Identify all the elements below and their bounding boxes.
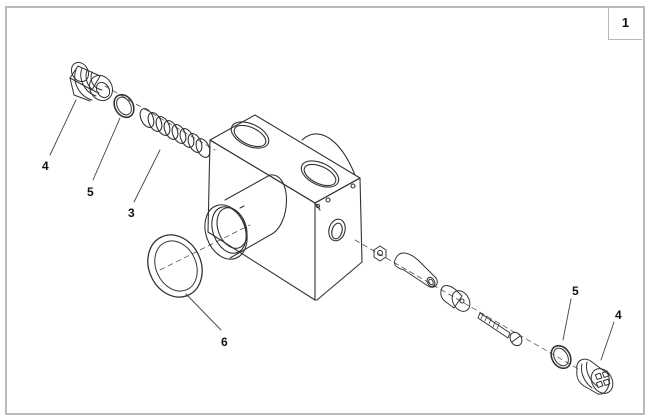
- leader-lines: [49, 99, 615, 361]
- valve-block-body: [204, 114, 363, 301]
- right-oring-part: [550, 344, 572, 370]
- right-plug-part: [576, 358, 614, 395]
- left-oring-part: [113, 93, 135, 119]
- left-plug-part: [69, 61, 114, 102]
- figure-number: 1: [621, 15, 630, 30]
- countersunk-bushing-part: [440, 285, 471, 312]
- callout-5-right: 5: [572, 284, 579, 298]
- callout-4-left: 4: [42, 159, 49, 173]
- callout-3: 3: [128, 206, 135, 220]
- diagram-frame: [5, 6, 645, 415]
- callout-5-left: 5: [87, 185, 94, 199]
- callout-4-right: 4: [615, 308, 622, 322]
- small-nut-part: [373, 245, 387, 262]
- callout-6: 6: [221, 335, 228, 349]
- figure-number-box: 1: [608, 6, 642, 40]
- large-seal-part: [147, 234, 203, 298]
- threaded-bolt-part: [477, 312, 523, 347]
- spring-part: [139, 108, 211, 158]
- cone-sleeve-part: [393, 252, 438, 288]
